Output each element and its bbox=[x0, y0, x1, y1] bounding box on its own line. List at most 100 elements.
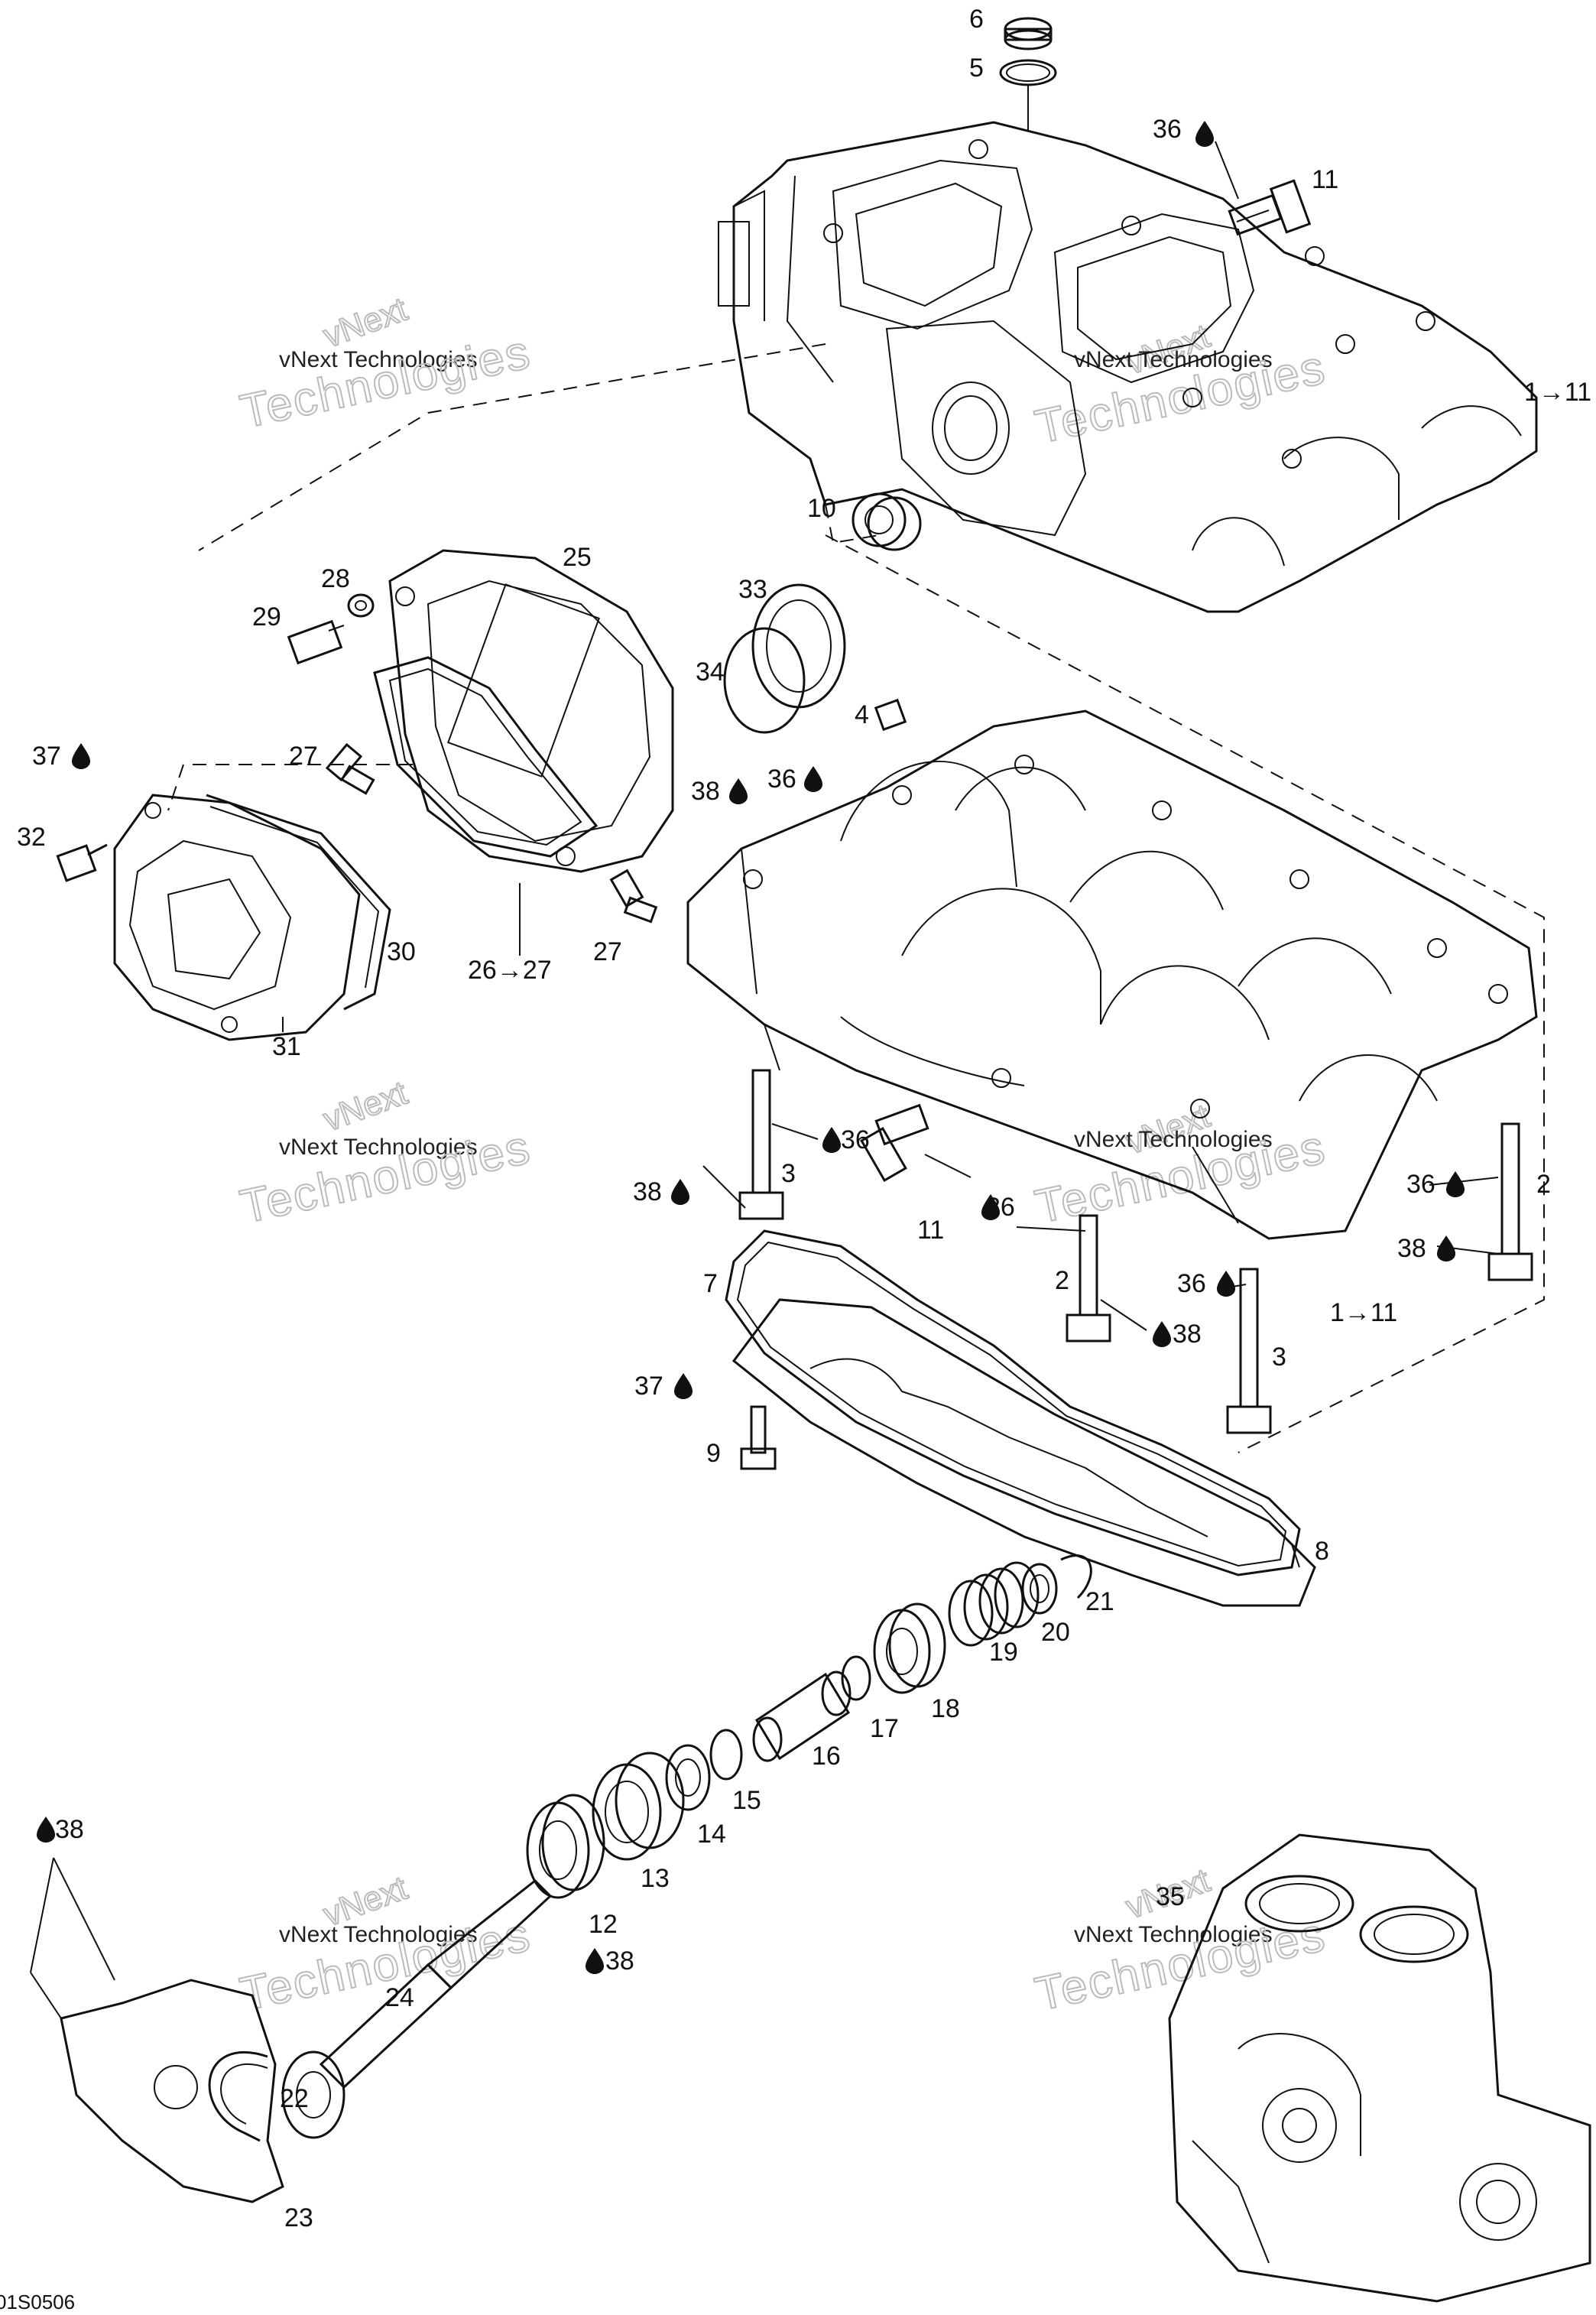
callout-38e: 38 bbox=[605, 1946, 634, 1976]
watermark-2: vNext vNext Technologies Technologies bbox=[1030, 317, 1332, 455]
svg-text:vNext: vNext bbox=[319, 1074, 412, 1139]
callout-7: 7 bbox=[703, 1269, 718, 1298]
callout-23: 23 bbox=[284, 2203, 313, 2232]
droplet-icon bbox=[72, 743, 90, 769]
callout-1-11b: 1→11 bbox=[1330, 1298, 1397, 1327]
callout-1-11a: 1→11 bbox=[1524, 378, 1591, 407]
droplet-icon bbox=[1437, 1235, 1455, 1261]
callout-37b: 37 bbox=[634, 1372, 663, 1401]
callout-38c: 38 bbox=[1397, 1234, 1426, 1263]
droplet-icon bbox=[671, 1179, 689, 1205]
watermark-4: vNext vNext Technologies Technologies bbox=[1030, 1096, 1332, 1235]
part-9-screw bbox=[740, 1405, 777, 1470]
callout-9: 9 bbox=[706, 1439, 721, 1468]
part-2-bolt-b bbox=[1066, 1214, 1111, 1343]
part-13-bearing bbox=[592, 1752, 685, 1861]
svg-text:vNext Technologies: vNext Technologies bbox=[1074, 1127, 1273, 1152]
part-24-shaft bbox=[281, 1878, 553, 2139]
part-16-sleeve bbox=[752, 1671, 852, 1762]
callout-38a: 38 bbox=[691, 777, 720, 806]
droplet-icon bbox=[729, 778, 748, 804]
callout-21: 21 bbox=[1085, 1587, 1114, 1616]
callout-3b: 3 bbox=[1272, 1343, 1286, 1372]
callout-36e: 36 bbox=[1406, 1170, 1435, 1199]
droplet-icon bbox=[1153, 1321, 1171, 1347]
part-10-seal bbox=[852, 492, 922, 551]
part-6-cap bbox=[1004, 17, 1053, 50]
callout-20: 20 bbox=[1041, 1618, 1070, 1647]
callout-11b: 11 bbox=[917, 1216, 944, 1245]
callout-36f: 36 bbox=[1177, 1269, 1206, 1298]
leader-8 bbox=[1291, 1544, 1300, 1568]
callout-38d: 38 bbox=[1173, 1320, 1202, 1349]
lower-crankcase-holes bbox=[743, 755, 1508, 1119]
callout-3a: 3 bbox=[781, 1159, 796, 1188]
droplet-icon bbox=[586, 1948, 604, 1974]
part-28-washer bbox=[347, 593, 375, 618]
droplet-icon bbox=[981, 1194, 1000, 1220]
part-30-gasket bbox=[206, 794, 391, 1011]
callout-38b: 38 bbox=[633, 1177, 662, 1206]
part-17-ring bbox=[841, 1655, 871, 1701]
droplet-icon bbox=[804, 766, 822, 792]
callout-35: 35 bbox=[1156, 1882, 1185, 1911]
part-31-housing bbox=[113, 794, 361, 1041]
part-34-o-ring bbox=[723, 627, 806, 734]
part-27-nipple-b bbox=[609, 869, 658, 924]
engine-assembly-thumbnail bbox=[1168, 1833, 1591, 2303]
part-19-spring bbox=[948, 1561, 1040, 1647]
callout-36a: 36 bbox=[1153, 115, 1182, 144]
part-7-gasket bbox=[725, 1229, 1301, 1576]
callout-8: 8 bbox=[1315, 1537, 1329, 1566]
callout-34: 34 bbox=[696, 657, 725, 687]
callout-26-27: 26→27 bbox=[468, 956, 552, 985]
part-26-gasket bbox=[373, 656, 598, 858]
callout-12: 12 bbox=[589, 1910, 618, 1939]
svg-text:vNext Technologies: vNext Technologies bbox=[279, 1135, 478, 1160]
callout-6: 6 bbox=[969, 5, 984, 34]
callout-30: 30 bbox=[387, 937, 416, 966]
part-15-circlip bbox=[709, 1729, 743, 1781]
part-20-washer bbox=[1021, 1563, 1058, 1615]
part-25-cover bbox=[388, 549, 674, 873]
part-4-dowel bbox=[874, 698, 907, 732]
svg-text:vNext Technologies: vNext Technologies bbox=[279, 1922, 478, 1947]
reference-code: 01S0506 bbox=[0, 2291, 75, 2313]
callout-22: 22 bbox=[280, 2084, 309, 2113]
assembly-guide-lines bbox=[167, 343, 1545, 1453]
part-18-gear bbox=[873, 1602, 946, 1694]
callout-29: 29 bbox=[252, 602, 281, 632]
callout-16: 16 bbox=[812, 1742, 841, 1771]
watermark-1: vNext vNext Technologies Technologies bbox=[235, 290, 537, 440]
callout-18: 18 bbox=[931, 1694, 960, 1723]
callout-2b: 2 bbox=[1055, 1266, 1069, 1295]
part-2-bolt-a bbox=[1487, 1122, 1533, 1281]
callout-25: 25 bbox=[563, 543, 592, 572]
callout-38f: 38 bbox=[55, 1815, 84, 1844]
svg-text:Technologies: Technologies bbox=[236, 326, 536, 439]
svg-text:vNext Technologies: vNext Technologies bbox=[1074, 1922, 1273, 1947]
leader-38-left bbox=[30, 1857, 115, 1981]
callout-5: 5 bbox=[969, 54, 984, 83]
callout-17: 17 bbox=[870, 1714, 899, 1743]
callout-28: 28 bbox=[321, 564, 350, 593]
callout-15: 15 bbox=[732, 1786, 761, 1815]
droplet-icon bbox=[1195, 121, 1214, 147]
callout-labels: 6 5 36 11 1→11 10 25 28 29 33 34 4 37 27… bbox=[17, 5, 1591, 2232]
part-3-bolt-a bbox=[738, 1069, 784, 1220]
part-12-seal bbox=[526, 1794, 605, 1899]
callout-10: 10 bbox=[807, 494, 836, 523]
part-14-washer bbox=[665, 1744, 711, 1811]
part-lower-crankcase bbox=[686, 709, 1538, 1240]
callout-36c: 36 bbox=[841, 1125, 870, 1154]
callout-24: 24 bbox=[385, 1983, 414, 2012]
droplet-icon bbox=[822, 1127, 841, 1153]
callout-11a: 11 bbox=[1312, 165, 1338, 194]
part-3-bolt-b bbox=[1226, 1268, 1272, 1434]
part-5-o-ring bbox=[999, 59, 1057, 86]
callout-37a: 37 bbox=[32, 742, 61, 771]
callout-4: 4 bbox=[855, 700, 869, 729]
part-8-cover bbox=[732, 1298, 1316, 1607]
callout-27a: 27 bbox=[289, 742, 318, 771]
